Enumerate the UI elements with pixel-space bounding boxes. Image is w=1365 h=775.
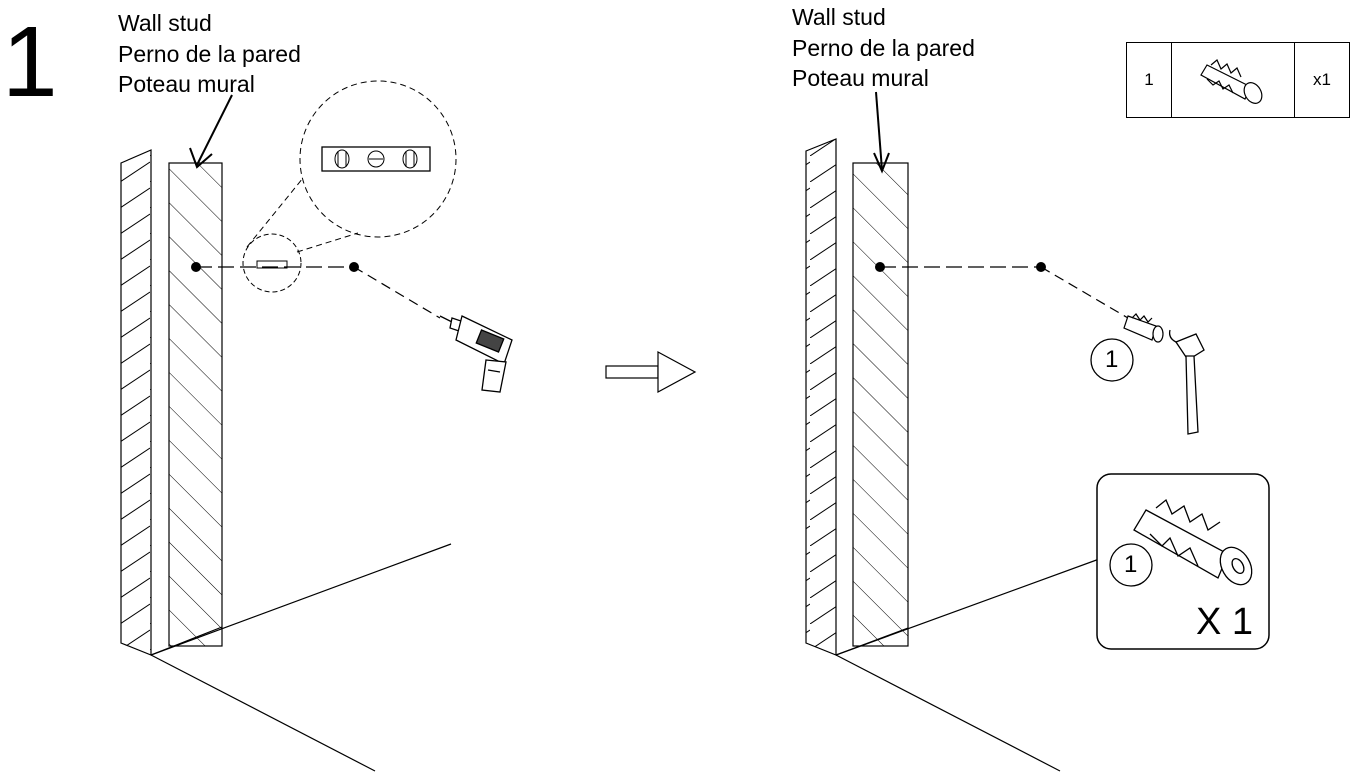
wall-anchor-icon bbox=[1200, 59, 1263, 104]
right-label-fr: Poteau mural bbox=[792, 65, 929, 91]
callout-part-ref-number: 1 bbox=[1124, 551, 1138, 578]
label-pointer-head bbox=[873, 152, 890, 174]
right-wall-scene bbox=[805, 91, 1270, 772]
drill-line bbox=[353, 266, 441, 319]
hammer-icon bbox=[1168, 329, 1205, 435]
drywall-edge bbox=[805, 138, 837, 656]
floor-line bbox=[150, 654, 376, 772]
step-number: 1 bbox=[2, 6, 58, 118]
arrow-right-icon bbox=[605, 350, 697, 394]
wall-stud bbox=[852, 162, 909, 647]
floor-line bbox=[835, 654, 1061, 772]
left-label-fr: Poteau mural bbox=[118, 71, 255, 97]
callout-part-ref-circle bbox=[1109, 543, 1153, 587]
mark-dot bbox=[875, 262, 885, 272]
level-small-circle bbox=[242, 233, 302, 293]
right-label-en: Wall stud bbox=[792, 4, 886, 30]
label-pointer bbox=[875, 91, 883, 171]
part-ref-number: 1 bbox=[1105, 346, 1119, 373]
label-pointer bbox=[196, 94, 233, 166]
parts-table-quantity: x1 bbox=[1313, 70, 1331, 89]
callout-count: X 1 bbox=[1196, 601, 1254, 643]
magnify-link bbox=[246, 177, 304, 248]
mark-dot bbox=[349, 262, 359, 272]
parts-table-number: 1 bbox=[1127, 43, 1172, 117]
wall-stud bbox=[168, 162, 223, 647]
left-wall-scene bbox=[120, 80, 513, 772]
drill-icon bbox=[439, 315, 513, 393]
left-label-en: Wall stud bbox=[118, 10, 212, 36]
level-magnified-circle bbox=[299, 80, 457, 238]
parts-table-icon-cell bbox=[1172, 43, 1295, 117]
callout-box bbox=[1096, 473, 1270, 650]
wall-base-line bbox=[150, 626, 223, 656]
mark-dot bbox=[1036, 262, 1046, 272]
magnify-link bbox=[296, 232, 359, 253]
part-ref-circle bbox=[1090, 338, 1134, 382]
parts-table: 1 x1 bbox=[1126, 42, 1350, 118]
right-label-es: Perno de la pared bbox=[792, 35, 975, 61]
wall-anchor-icon bbox=[1133, 498, 1253, 586]
label-pointer-head bbox=[189, 147, 213, 169]
level-icon bbox=[321, 146, 431, 172]
floor-line bbox=[150, 543, 452, 656]
wall-anchor-icon bbox=[1123, 313, 1164, 343]
mark-dot bbox=[191, 262, 201, 272]
level-small bbox=[256, 260, 288, 269]
anchor-line bbox=[1040, 266, 1129, 319]
wall-base-line bbox=[835, 627, 909, 656]
left-label-es: Perno de la pared bbox=[118, 41, 301, 67]
drywall-edge bbox=[120, 149, 152, 656]
